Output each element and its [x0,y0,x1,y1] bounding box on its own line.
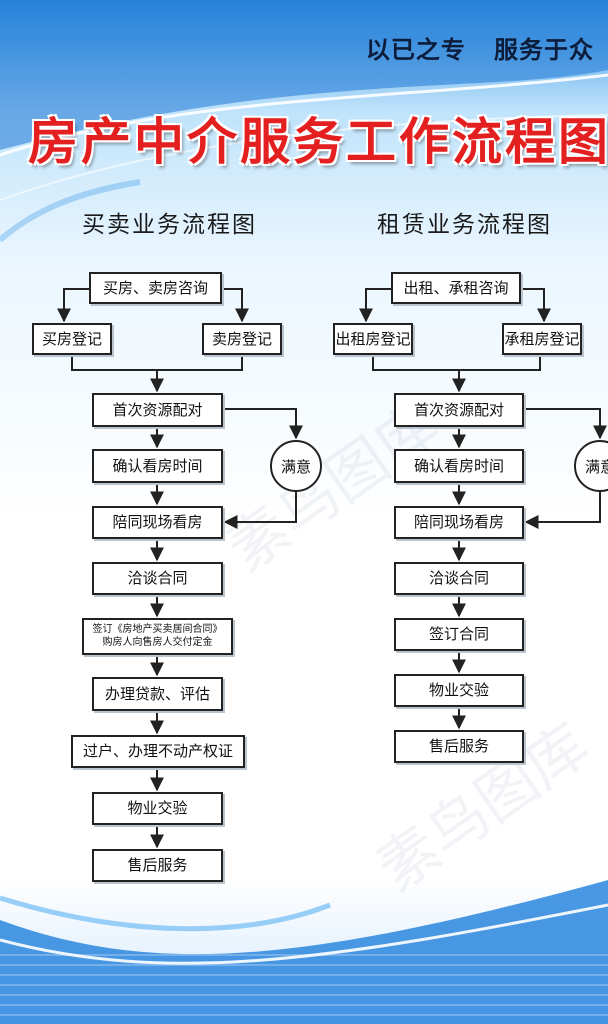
sale-step-box: 办理贷款、评估 [92,677,223,711]
sale-step-box: 确认看房时间 [92,449,223,483]
sale-connector [71,355,243,371]
lease-connector [372,355,541,371]
sale-contract-box: 签订《房地产买卖居间合同》 购房人向售房人交付定金 [82,618,233,655]
lease-connector [521,288,551,323]
page-title: 房产中介服务工作流程图 [28,113,608,171]
sale-connector [57,288,89,323]
sale-step-box: 过户、办理不动产权证 [71,735,245,768]
lease-step-box: 首次资源配对 [394,393,524,427]
sale-satisfied-node: 满意 [270,440,322,492]
lease-flow-heading: 租赁业务流程图 [377,212,552,238]
lease-satisfied-node: 满意 [574,440,608,492]
sale-start-box: 买房、卖房咨询 [89,272,222,304]
lease-branch-left-box: 出租房登记 [333,323,413,355]
sale-connector [222,288,249,323]
lease-step-box: 确认看房时间 [394,449,524,483]
lease-start-box: 出租、承租咨询 [391,272,521,304]
footer-wave [0,880,608,1024]
sale-step-box: 陪同现场看房 [92,506,223,539]
lease-connector [359,288,391,323]
sale-loop-connector [223,490,297,529]
sale-branch-right-box: 卖房登记 [202,323,282,355]
lease-loop-connector [524,408,607,440]
lease-step-box: 签订合同 [394,618,524,651]
header-swoosh-line-2 [0,114,608,201]
lease-branch-right-box: 承租房登记 [502,323,582,355]
lease-step-box: 洽谈合同 [394,562,524,595]
lease-step-box: 物业交验 [394,674,524,707]
tagline: 以已之专 服务于众 [365,36,594,64]
sale-contract-line: 购房人向售房人交付定金 [102,636,213,648]
header-swoosh-accent [0,179,141,243]
lease-step-box: 售后服务 [394,730,524,763]
sale-contract-line: 签订《房地产买卖居间合同》 [92,624,223,635]
sale-step-box: 首次资源配对 [92,393,223,427]
sale-branch-left-box: 买房登记 [32,323,112,355]
header-swoosh-dark [0,0,608,150]
lease-step-box: 陪同现场看房 [394,506,524,539]
sale-step-box: 洽谈合同 [92,562,223,595]
header-swoosh-line [0,73,608,157]
sale-loop-connector [223,408,303,440]
sale-flow-heading: 买卖业务流程图 [82,212,257,238]
lease-loop-connector [524,490,601,529]
sale-step-box: 物业交验 [92,792,223,825]
sale-step-box: 售后服务 [92,849,223,882]
